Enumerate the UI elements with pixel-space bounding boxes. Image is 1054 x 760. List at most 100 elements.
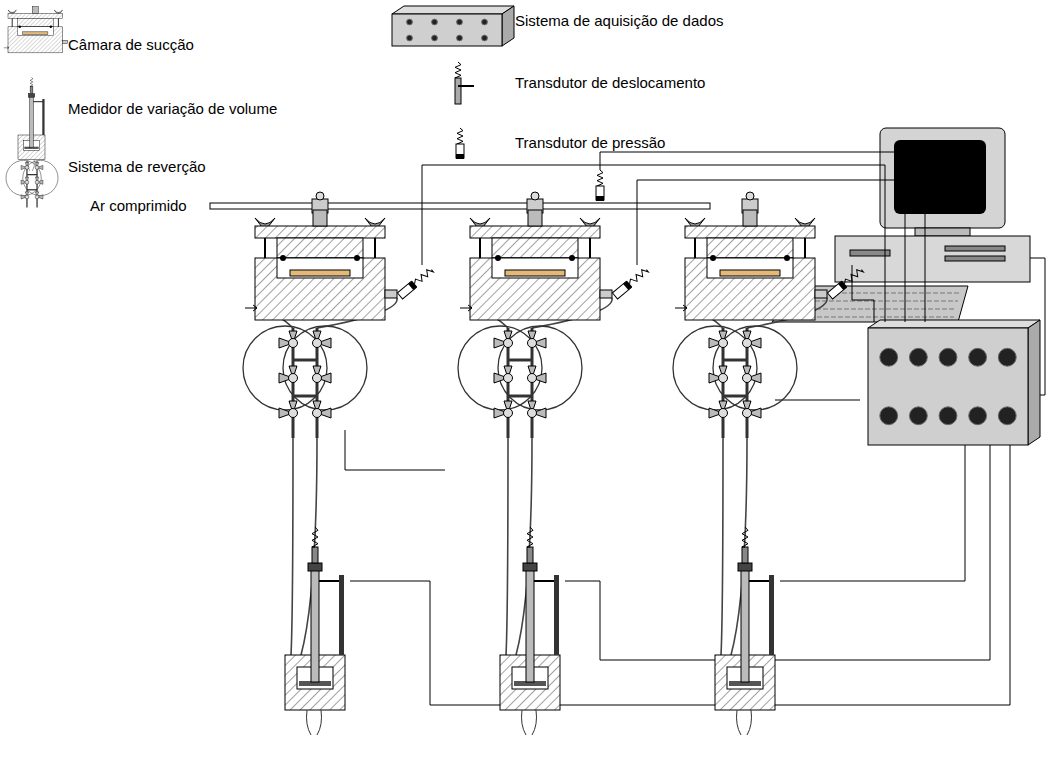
- transducer-cap: [456, 154, 464, 159]
- signal-wire: [852, 265, 874, 322]
- signal-wire: [350, 445, 1010, 705]
- signal-wire: [775, 400, 860, 401]
- piston-rod: [741, 570, 749, 682]
- soil-sample: [720, 270, 780, 276]
- cross-pipe: [293, 395, 317, 398]
- o-ring: [354, 255, 360, 261]
- valve: [35, 166, 39, 170]
- valve: [743, 409, 752, 418]
- tube-loop: [23, 160, 58, 195]
- connector-knob: [407, 35, 413, 41]
- cross-pipe: [27, 174, 37, 175]
- piston-block: [17, 18, 53, 26]
- volume-meter: [285, 527, 345, 735]
- cross-pipe: [508, 395, 532, 398]
- legend-symbols: [4, 6, 514, 207]
- legend-sample: [6, 160, 58, 207]
- valve: [313, 374, 322, 383]
- o-ring: [495, 255, 501, 261]
- spring-lead: [843, 267, 864, 286]
- displacement-transducer: [30, 86, 33, 93]
- support-bracket: [42, 99, 44, 135]
- transducer-cap: [596, 196, 604, 201]
- signal-wire: [345, 430, 445, 470]
- signal-wire: [637, 180, 905, 322]
- daq-top: [392, 6, 514, 14]
- transducer-body: [456, 144, 464, 158]
- spring-lead: [628, 267, 649, 286]
- connector-knob: [880, 348, 898, 366]
- spring-lead: [457, 128, 463, 144]
- connector-knob: [969, 348, 987, 366]
- tube-loop: [498, 326, 582, 410]
- screen: [894, 140, 986, 214]
- valve: [719, 374, 728, 383]
- suction-chamber: [460, 210, 612, 320]
- tee-valve: [316, 192, 324, 200]
- piston-block: [492, 238, 578, 258]
- transducer-body: [596, 186, 604, 200]
- pipe-label: Ar comprimido: [90, 197, 187, 215]
- tube-loop: [6, 160, 41, 195]
- air-fitting: [32, 7, 38, 14]
- support-bracket: [554, 575, 559, 655]
- soil-sample: [505, 270, 565, 276]
- spring-lead: [312, 527, 318, 547]
- volume-meter: [18, 77, 45, 171]
- cpu-case: [835, 236, 1030, 282]
- pressure-transducer: [596, 170, 604, 201]
- connector-knob: [457, 35, 463, 41]
- reversal-system: [458, 326, 582, 438]
- piston-rod: [30, 97, 34, 147]
- displacement-transducer: [312, 547, 318, 563]
- signal-wire: [780, 445, 965, 581]
- sample-cavity: [492, 258, 578, 278]
- legend-label: Medidor de variação de volume: [68, 100, 277, 118]
- o-ring: [19, 26, 22, 29]
- inlet-arrow: [4, 47, 9, 50]
- valve: [528, 409, 537, 418]
- signal-wire: [600, 152, 925, 322]
- valve: [25, 166, 29, 170]
- piston-block: [277, 238, 363, 258]
- chamber-lid: [685, 226, 815, 238]
- inlet-arrow: [460, 305, 472, 311]
- support-bracket: [769, 575, 774, 655]
- daq-side: [502, 6, 514, 46]
- valve: [504, 374, 513, 383]
- soil-sample: [23, 32, 48, 35]
- rod-cap: [523, 563, 537, 571]
- outlet-port: [815, 290, 827, 298]
- drive-slot: [945, 256, 1005, 261]
- suction-chamber: [245, 210, 397, 320]
- daq-front: [868, 328, 1028, 445]
- transducer-body: [455, 78, 461, 104]
- connector-knob: [909, 348, 927, 366]
- cross-pipe: [723, 359, 747, 362]
- valve: [743, 339, 752, 348]
- piston-rod: [311, 570, 319, 682]
- volume-meter: [500, 527, 560, 735]
- air-fitting: [313, 210, 327, 226]
- piston-block: [707, 238, 793, 258]
- transducer-arm: [458, 85, 474, 87]
- air-fitting: [528, 210, 542, 226]
- tube-loop: [673, 326, 757, 410]
- signal-wire: [422, 165, 885, 322]
- connector-knob: [457, 19, 463, 25]
- monitor-stand: [915, 228, 970, 236]
- o-ring: [50, 26, 53, 29]
- legend-sample: [4, 7, 68, 53]
- spring-lead: [30, 77, 33, 86]
- transducer-body: [612, 281, 631, 299]
- transducer-cap: [623, 281, 632, 290]
- cross-pipe: [723, 395, 747, 398]
- spring-lead: [455, 62, 461, 78]
- pressure-transducer: [397, 267, 434, 299]
- tee-valve: [531, 192, 539, 200]
- reversal-system: [673, 326, 797, 438]
- pressure-transducer: [827, 267, 864, 299]
- valve: [289, 339, 298, 348]
- connector-knob: [939, 407, 957, 425]
- key-row: [794, 301, 958, 302]
